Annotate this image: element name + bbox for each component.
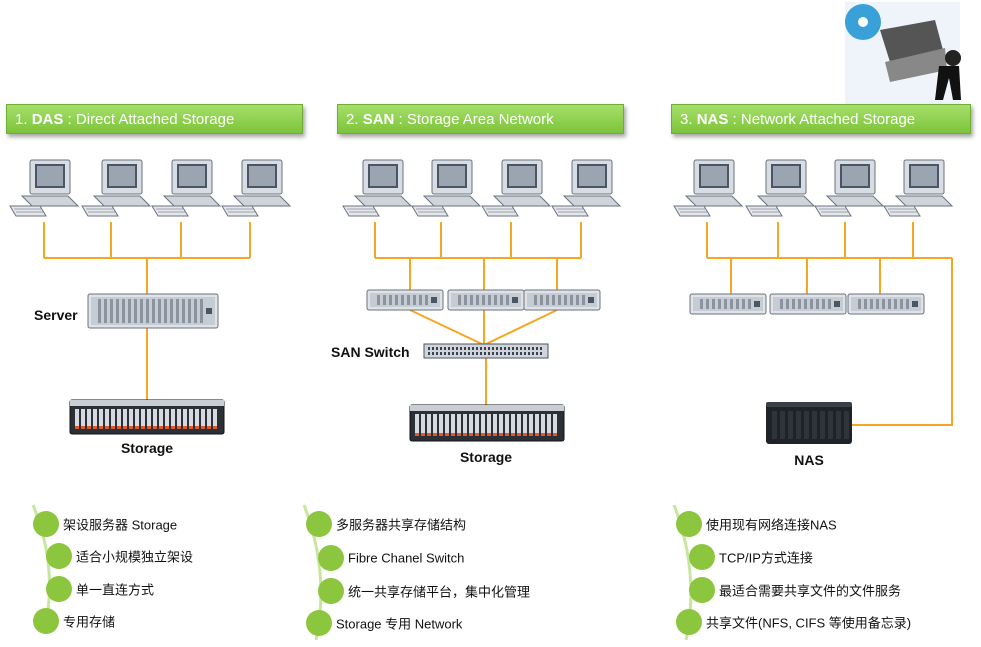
san-server-icon-3	[523, 289, 601, 311]
header-number: 2.	[346, 111, 363, 128]
san-switch-icon	[423, 343, 549, 359]
das-bullet-text-1: 架设服务器 Storage	[63, 517, 178, 533]
san-server-drops	[409, 258, 558, 290]
nas-server-icon-2	[769, 293, 847, 315]
nas-bullet-text-2: TCP/IP方式连接	[719, 550, 813, 566]
nas-device-link	[852, 258, 953, 426]
header-name: Network Attached Storage	[740, 111, 916, 128]
nas-bullet-dot-1	[676, 511, 702, 537]
san-bullet-dot-1	[306, 511, 332, 537]
das-bullet-dot-4	[33, 608, 59, 634]
das-server-label: Server	[34, 307, 78, 323]
header-name: Direct Attached Storage	[75, 111, 235, 128]
san-bullet-text-1: 多服务器共享存储结构	[336, 517, 467, 533]
san-bullet-dot-3	[318, 578, 344, 604]
nas-bullet-dot-2	[689, 544, 715, 570]
header-separator: :	[728, 111, 741, 128]
das-pc-bus	[43, 222, 251, 259]
header-number: 1.	[15, 111, 32, 128]
das-pc-1	[9, 159, 80, 217]
san-storage-label: Storage	[459, 449, 513, 465]
san-pc-2	[411, 159, 482, 217]
san-server-icon-1	[366, 289, 444, 311]
header-name: Storage Area Network	[406, 111, 554, 128]
header-number: 3.	[680, 111, 697, 128]
nas-bullet-dot-4	[676, 609, 702, 635]
das-bullet-text-3: 单一直连方式	[76, 582, 155, 598]
nas-bullet-text-3: 最适合需要共享文件的文件服务	[719, 583, 902, 599]
header-abbr: NAS	[696, 111, 729, 128]
san-storage-icon	[409, 404, 565, 442]
san-pc-bus	[374, 222, 582, 259]
section-header-nas: 3. NAS : Network Attached Storage	[671, 104, 971, 134]
san-bullet-text-2: Fibre Chanel Switch	[348, 550, 465, 566]
san-pc-1	[342, 159, 413, 217]
san-switch-label: SAN Switch	[331, 344, 410, 360]
san-bullet-dot-2	[318, 545, 344, 571]
san-bullet-text-3: 统一共享存储平台，集中化管理	[348, 584, 531, 600]
nas-bullet-text-4: 共享文件(NFS, CIFS 等使用备忘录)	[706, 615, 912, 631]
nas-bullet-text-1: 使用现有网络连接NAS	[706, 517, 837, 533]
nas-device-label: NAS	[794, 452, 824, 468]
nas-pc-1	[673, 159, 744, 217]
das-storage-icon	[69, 399, 225, 435]
nas-bullet-dot-3	[689, 577, 715, 603]
das-pc-3	[151, 159, 222, 217]
nas-pc-3	[814, 159, 885, 217]
das-storage-label: Storage	[120, 440, 174, 456]
section-header-das: 1. DAS : Direct Attached Storage	[6, 104, 303, 134]
nas-pc-2	[745, 159, 816, 217]
das-bullet-dot-1	[33, 511, 59, 537]
das-bullet-text-2: 适合小规模独立架设	[76, 549, 194, 565]
das-pc-4	[221, 159, 292, 217]
nas-server-icon-3	[847, 293, 925, 315]
header-separator: :	[63, 111, 76, 128]
header-separator: :	[394, 111, 407, 128]
san-bullet-dot-4	[306, 610, 332, 636]
figure-with-discs-icon	[845, 2, 961, 108]
das-pc-2	[81, 159, 152, 217]
nas-pc-4	[883, 159, 954, 217]
san-pc-3	[481, 159, 552, 217]
header-abbr: DAS	[31, 111, 64, 128]
nas-device-icon	[766, 402, 852, 444]
nas-pc-bus	[706, 222, 952, 259]
san-server-to-switch	[409, 309, 558, 346]
nas-server-icon-1	[689, 293, 767, 315]
san-pc-4	[551, 159, 622, 217]
das-bullet-dot-2	[46, 543, 72, 569]
nas-server-drops	[730, 258, 881, 294]
das-server-icon	[87, 293, 219, 329]
san-bullet-text-4: Storage 专用 Network	[336, 616, 463, 632]
das-bullet-text-4: 专用存储	[63, 614, 116, 630]
header-abbr: SAN	[362, 111, 395, 128]
das-bullet-dot-3	[46, 576, 72, 602]
section-header-san: 2. SAN : Storage Area Network	[337, 104, 624, 134]
